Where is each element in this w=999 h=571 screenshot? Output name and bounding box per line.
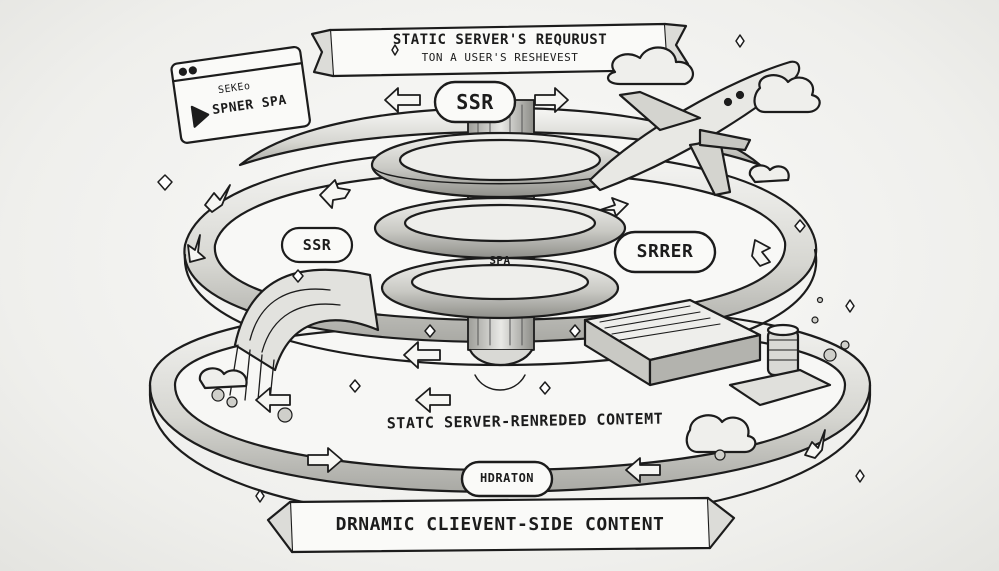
cloud-icon: [198, 46, 821, 454]
sparkle-icon: [157, 34, 865, 503]
ring-bottom: [380, 256, 620, 320]
dynamic-content-label: DRNAMIC CLIEVENT-SIDE CONTENT: [335, 514, 665, 535]
hydration-label: HDRATON: [479, 471, 535, 485]
bubble-dots: [211, 296, 850, 461]
arrow-icon: [187, 87, 826, 483]
ssr-left-pill: [280, 226, 354, 264]
hydration-pill: [460, 460, 554, 498]
banner-line-2: TON A USER'S RESHEVEST: [421, 51, 579, 64]
ssr-top-label: SSR: [456, 90, 494, 114]
dynamic-content-banner: [266, 496, 736, 554]
spa-center-label: SPA: [489, 254, 511, 267]
srrer-right-pill: [613, 230, 717, 274]
waterfall-icon: [229, 268, 380, 401]
ssr-left-label: SSR: [302, 236, 332, 254]
ring-top: [370, 131, 630, 199]
ring-middle: [373, 196, 627, 260]
coin-stack-icon: [728, 323, 832, 407]
browser-window: [170, 45, 311, 144]
banner-line-1: STATIC SERVER'S REQURUST: [392, 32, 608, 48]
server-stack-icon: [583, 298, 762, 387]
airplane-icon: [588, 60, 801, 197]
srrer-right-label: SRRER: [636, 241, 694, 262]
ssr-top-pill: [433, 80, 517, 124]
